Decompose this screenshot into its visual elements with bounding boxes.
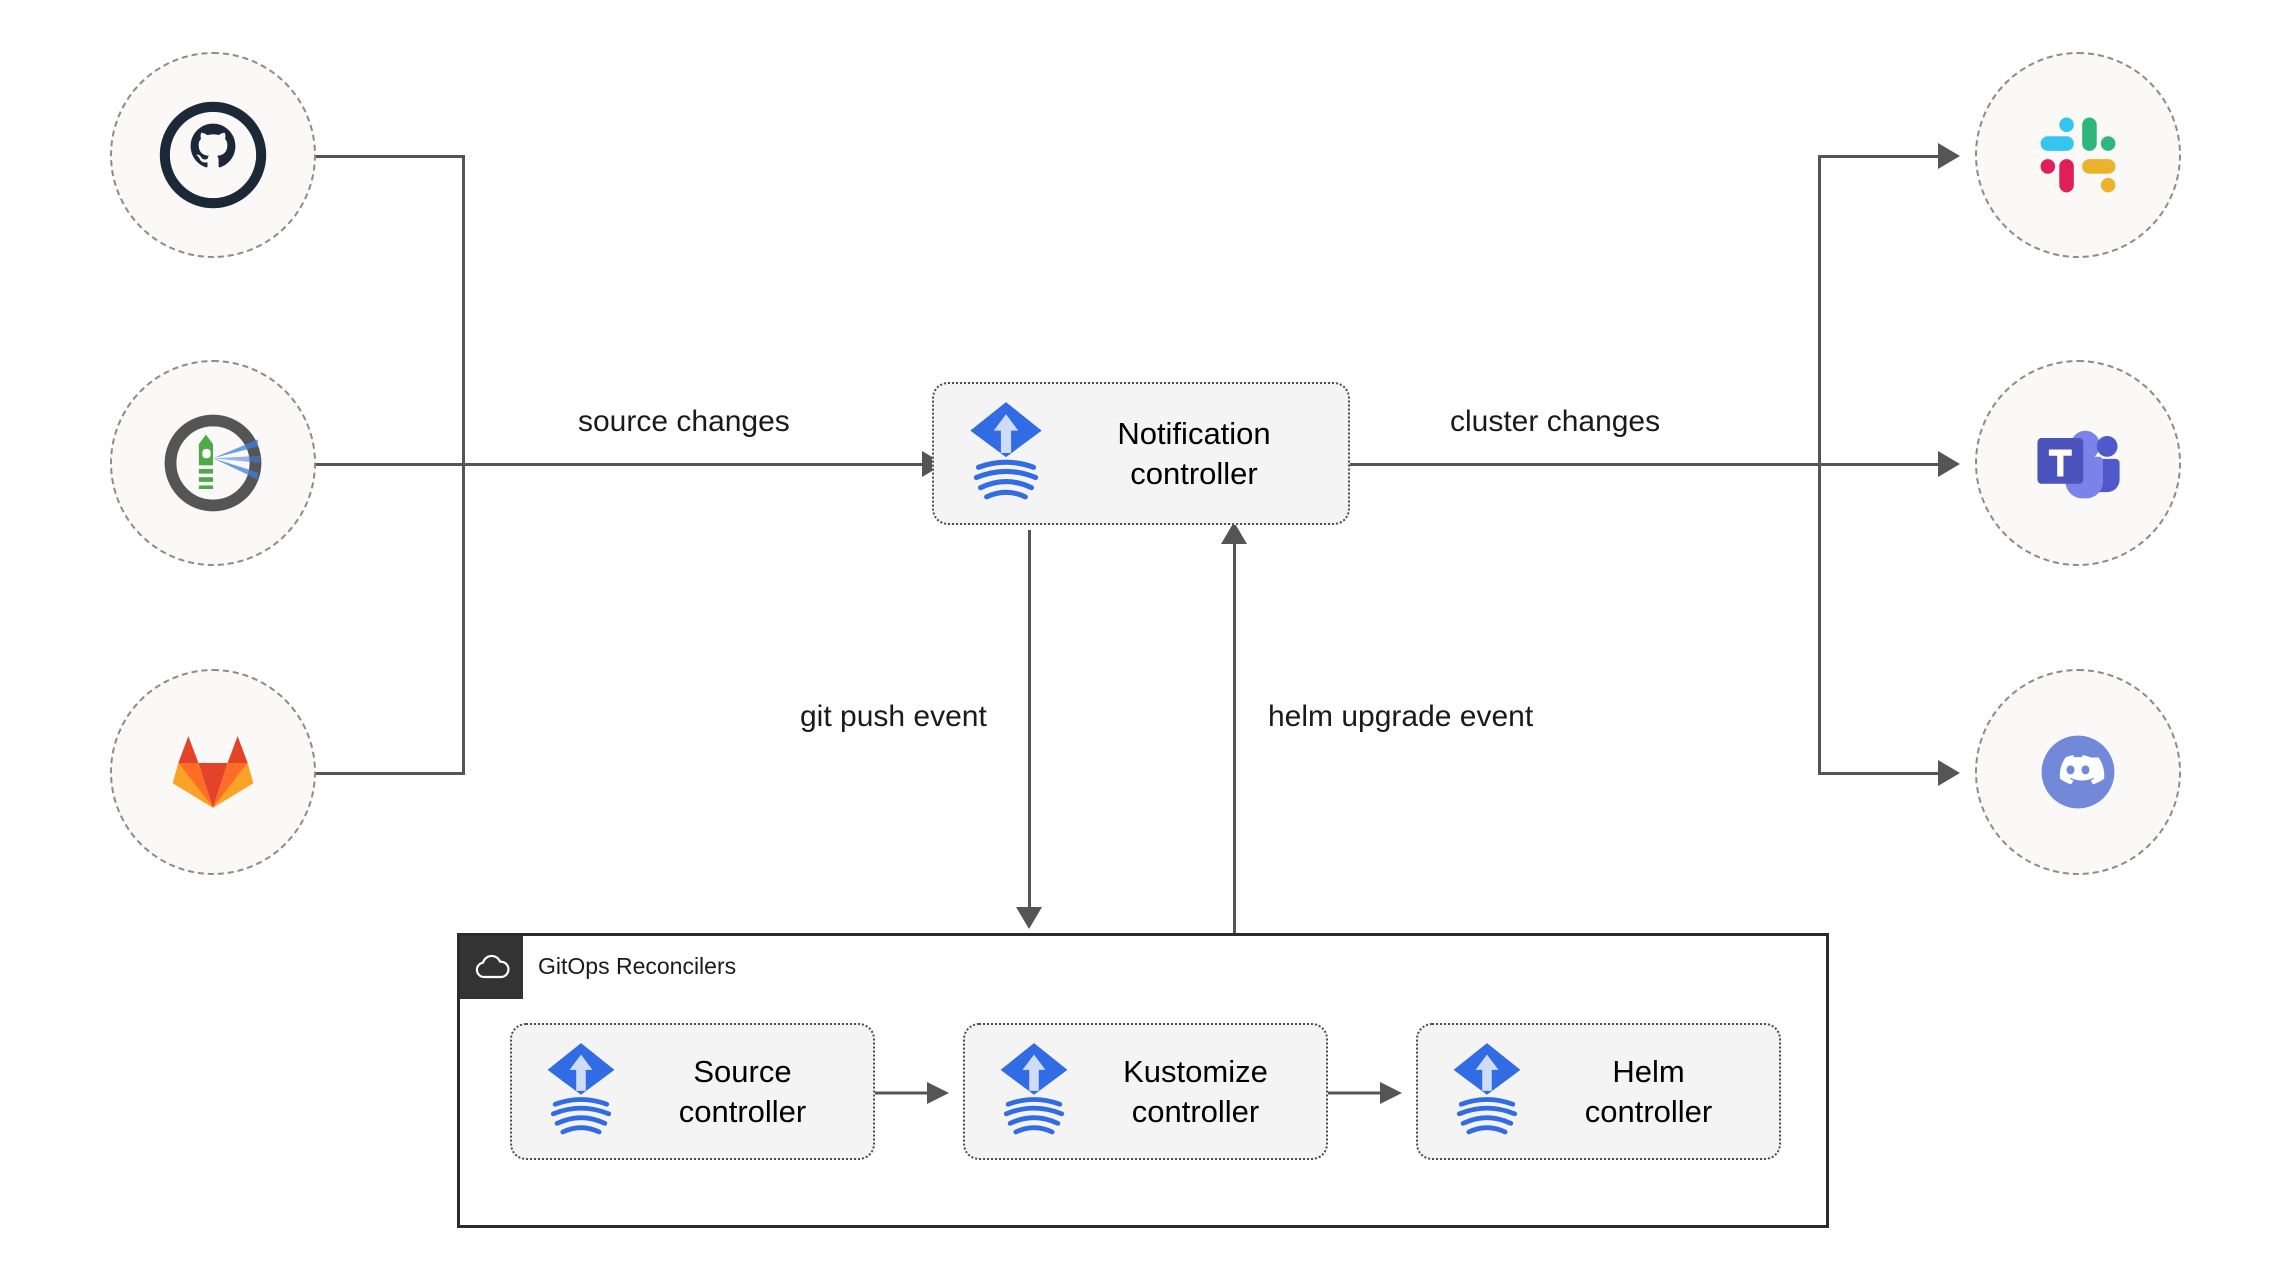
edge-label-source-changes: source changes [578,405,790,438]
edge-git-push-line [1028,530,1031,925]
edge-flux-stub [316,463,464,466]
flux-logo-icon [538,1039,624,1144]
edge-kustomize-to-helm [1328,1082,1402,1104]
notification-controller-box[interactable]: Notification controller [932,382,1350,525]
edge-label-cluster-changes: cluster changes [1450,405,1661,438]
source-controller-box[interactable]: Source controller [510,1023,875,1160]
gitops-reconcilers-title: GitOps Reconcilers [538,953,737,979]
edge-label-helm-upgrade-event: helm upgrade event [1268,700,1534,733]
source-controller-label: Source controller [678,1053,807,1129]
edge-helm-upgrade-line [1233,527,1236,933]
destination-node-slack[interactable] [1975,52,2181,258]
edge-teams-arrowhead [1938,451,1960,477]
slack-icon [2040,117,2116,193]
kustomize-controller-label: Kustomize controller [1123,1053,1268,1129]
gitlab-icon [172,736,254,808]
gitops-reconcilers-badge [460,936,523,999]
cloud-icon [475,954,510,978]
flux-logo-icon [1444,1039,1530,1144]
destination-node-teams[interactable] [1975,360,2181,566]
flux-logo-icon [960,398,1052,509]
edge-git-push-arrowhead [1016,907,1042,929]
helm-controller-box[interactable]: Helm controller [1416,1023,1781,1160]
edge-discord-arrowhead [1938,760,1960,786]
github-icon [159,101,267,209]
edge-github-stub [316,155,464,158]
edge-slack-branch [1818,155,1948,158]
source-node-flux[interactable] [110,360,316,566]
edge-source-to-kustomize [875,1082,949,1104]
destination-node-discord[interactable] [1975,669,2181,875]
edge-slack-arrowhead [1938,143,1960,169]
edge-helm-upgrade-arrowhead [1221,522,1247,544]
edge-discord-branch [1818,772,1948,775]
source-node-gitlab[interactable] [110,669,316,875]
discord-icon [2041,735,2115,809]
helm-controller-label: Helm controller [1584,1053,1713,1129]
kustomize-controller-box[interactable]: Kustomize controller [963,1023,1328,1160]
edge-gitlab-stub [316,772,464,775]
edge-label-git-push-event: git push event [800,700,987,733]
edge-cluster-changes-line [1349,463,1821,466]
flux-lighthouse-icon [164,414,262,512]
notification-controller-label: Notification controller [1117,415,1271,491]
microsoft-teams-icon [2037,430,2120,499]
source-node-github[interactable] [110,52,316,258]
edge-source-changes-line [462,463,932,466]
flux-logo-icon [991,1039,1077,1144]
edge-teams-branch [1818,463,1948,466]
